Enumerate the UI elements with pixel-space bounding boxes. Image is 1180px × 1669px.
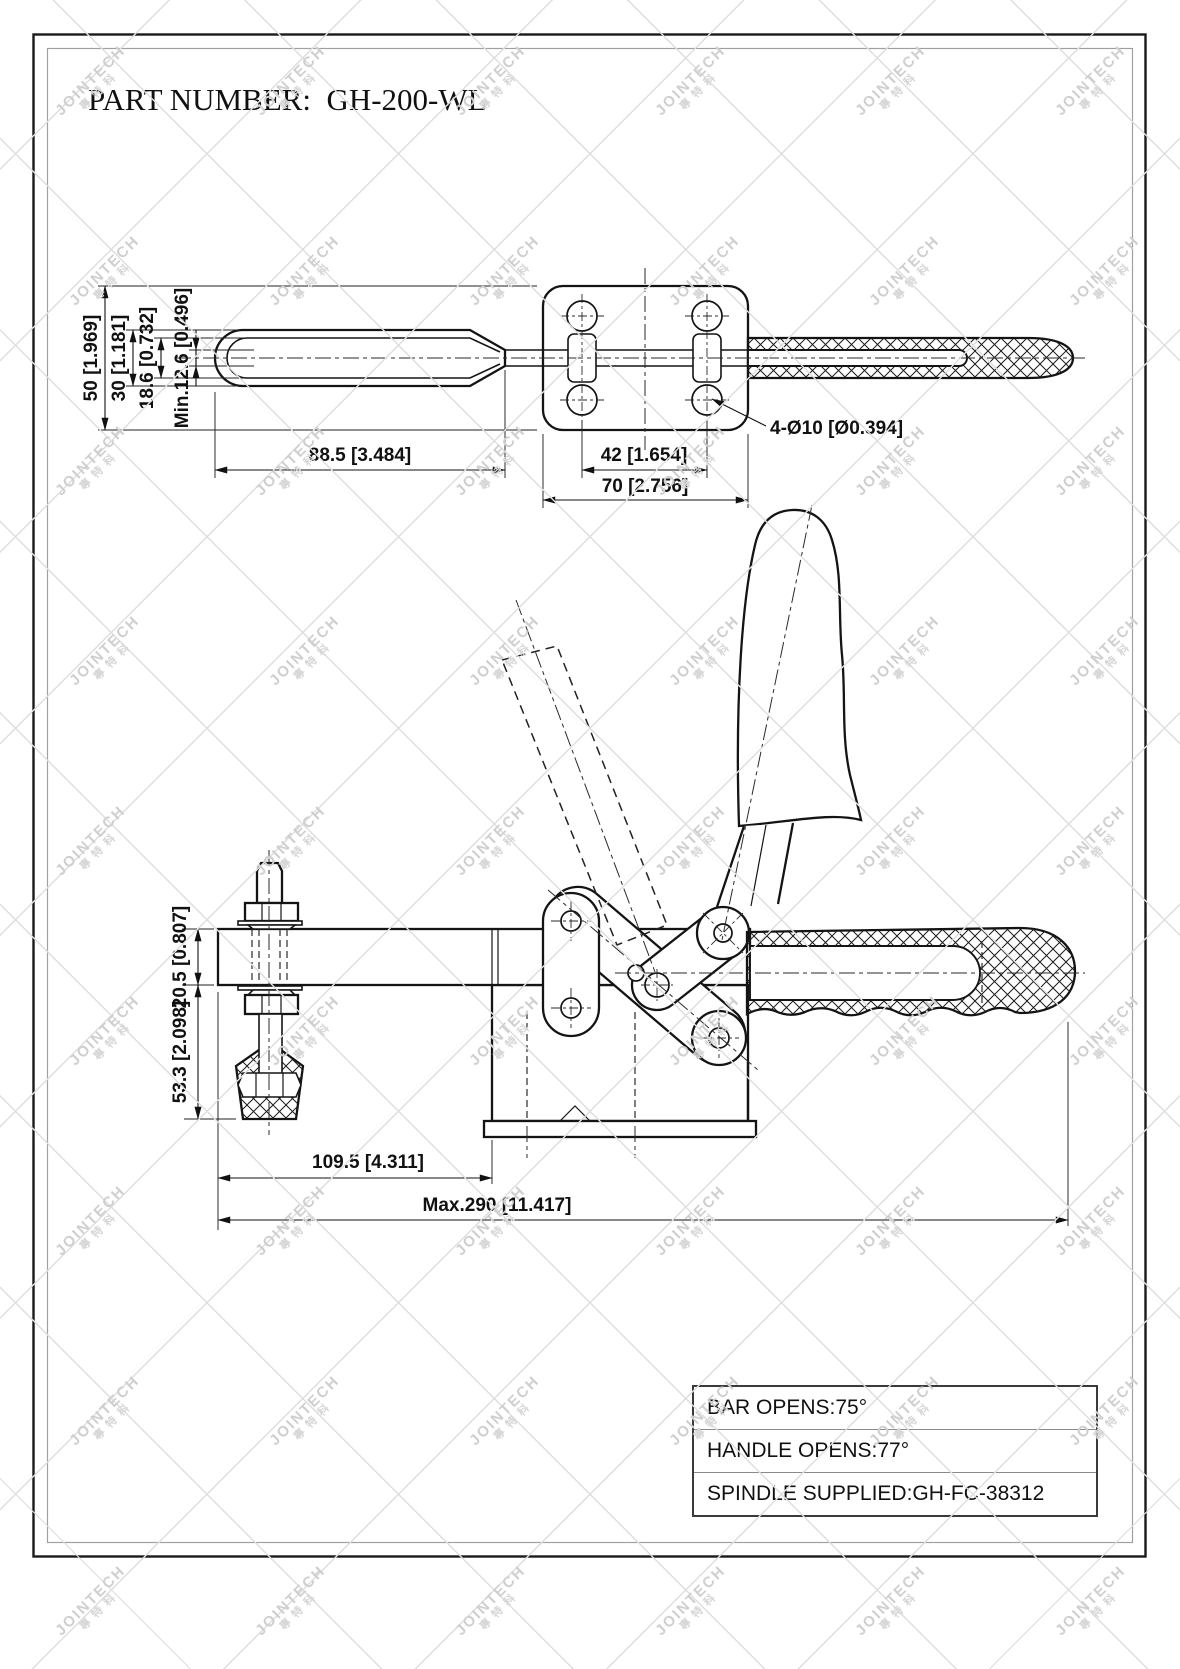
spec-table: BAR OPENS:75° HANDLE OPENS:77° SPINDLE S… (692, 1385, 1098, 1517)
spec-bar-opens: BAR OPENS:75° (707, 1396, 868, 1419)
spec-handle-opens: HANDLE OPENS:77° (694, 1429, 1096, 1472)
dim-overall-height: 50 [1.969] (81, 315, 102, 402)
top-view-dimensions: 50 [1.969] 30 [1.181] 18.6 [0.732] Min.1… (81, 285, 903, 508)
dim-base-width: 70 [2.756] (602, 476, 689, 497)
handle-open (715, 508, 863, 908)
dim-holes-callout: 4-Ø10 [Ø0.394] (770, 418, 903, 439)
dim-hole-spacing: 42 [1.654] (601, 445, 688, 466)
dim-bar-width: 30 [1.181] (109, 315, 130, 402)
base-flange (482, 1119, 758, 1139)
dim-overall-length: Max.290 [11.417] (423, 1195, 572, 1216)
dim-bar-inner: 18.6 [0.732] (137, 307, 158, 409)
part-number-title: PART NUMBER: GH-200-WL (88, 82, 487, 117)
side-view: 20.5 [0.807] 53.3 [2.098] 109.5 [4.311] … (170, 504, 1085, 1230)
top-view: 50 [1.969] 30 [1.181] 18.6 [0.732] Min.1… (81, 268, 1085, 508)
spec-spindle-supplied: SPINDLE SUPPLIED:GH-FC-38312 (694, 1472, 1096, 1515)
dim-bar-length: 88.5 [3.484] (309, 445, 411, 466)
dim-bar-thickness: 20.5 [0.807] (170, 906, 191, 1008)
dim-bar-min: Min.12.6 [0.496] (172, 288, 193, 428)
dim-arm-length: 109.5 [4.311] (312, 1152, 424, 1173)
dim-spindle-reach: 53.3 [2.098] (170, 1001, 191, 1103)
